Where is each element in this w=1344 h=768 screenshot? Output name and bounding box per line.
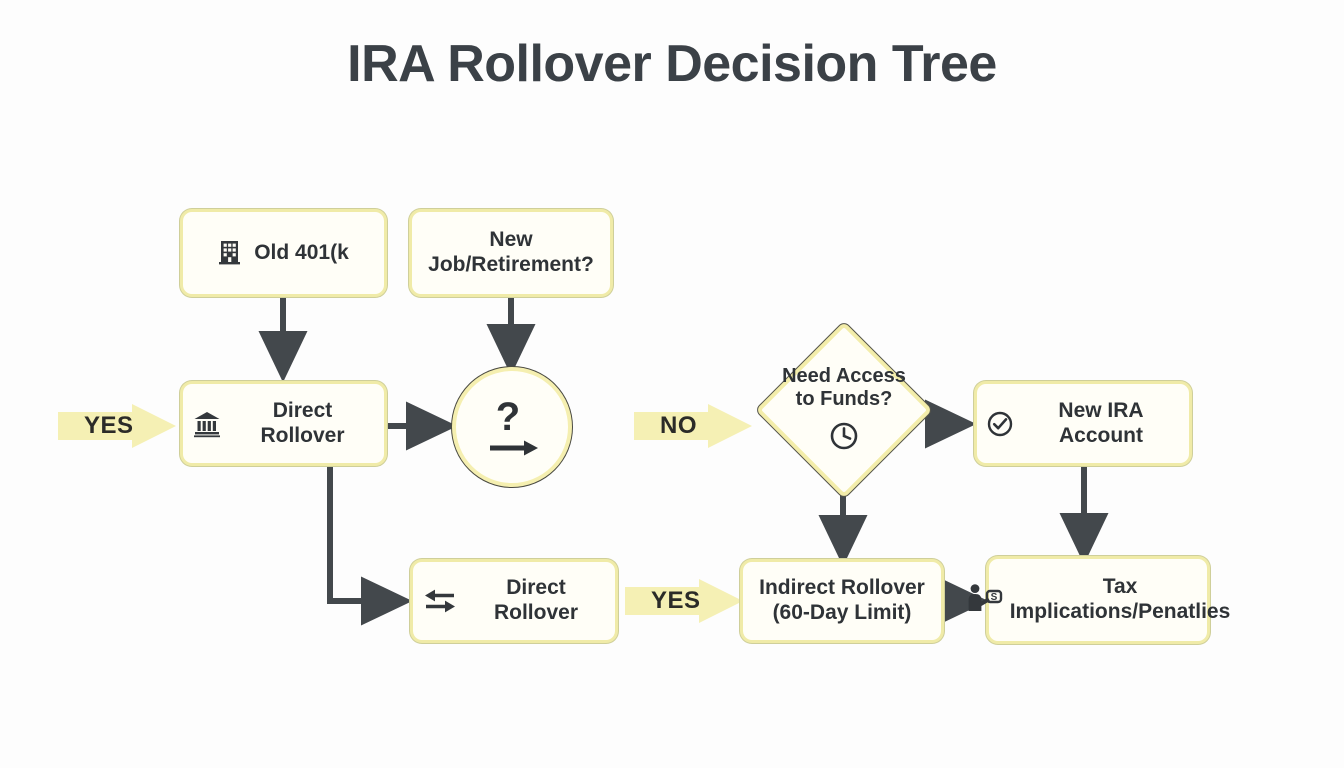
node-question-hub[interactable]: ? — [452, 367, 572, 487]
office-building-icon — [218, 239, 244, 267]
edge-label-yes-bottom: YES — [625, 579, 743, 623]
node-new-ira-account-label: New IRA Account — [1058, 398, 1144, 447]
node-indirect-rollover[interactable]: Indirect Rollover (60-Day Limit) — [740, 559, 944, 643]
node-indirect-rollover-label: Indirect Rollover (60-Day Limit) — [759, 576, 925, 624]
clock-icon — [829, 421, 859, 456]
check-circle-icon — [987, 411, 1013, 437]
node-direct-rollover-top[interactable]: Direct Rollover — [180, 381, 387, 466]
question-arrow-icon: ? — [490, 395, 538, 456]
node-need-access-to-funds-label: Need Access to Funds? — [782, 364, 906, 410]
node-old-401k[interactable]: Old 401(k — [180, 209, 387, 297]
node-new-ira-account[interactable]: New IRA Account — [974, 381, 1192, 466]
edge-direct-to-bottomdirect — [327, 466, 413, 626]
node-tax-implications-label: Tax Implications/Penatlies — [1009, 575, 1231, 623]
person-money-icon: S — [966, 583, 1004, 613]
edge-label-yes-left: YES — [58, 404, 176, 448]
node-new-job-retirement-label: New Job/Retirement? — [428, 228, 594, 276]
node-old-401k-label: Old 401(k — [254, 240, 349, 264]
node-direct-rollover-bottom-label: Direct Rollover — [493, 576, 579, 624]
node-need-access-to-funds[interactable]: Need Access to Funds? — [755, 321, 933, 499]
exchange-arrows-icon — [423, 586, 457, 616]
edge-label-no-middle: NO — [634, 404, 752, 448]
bank-icon — [193, 410, 221, 438]
node-direct-rollover-bottom[interactable]: Direct Rollover — [410, 559, 618, 643]
page-title: IRA Rollover Decision Tree — [347, 35, 997, 93]
svg-text:?: ? — [496, 395, 520, 439]
node-direct-rollover-top-label: Direct Rollover — [260, 398, 345, 447]
node-new-job-retirement[interactable]: New Job/Retirement? — [409, 209, 613, 297]
node-tax-implications[interactable]: S Tax Implications/Penatlies — [968, 556, 1230, 644]
svg-text:S: S — [990, 592, 997, 603]
